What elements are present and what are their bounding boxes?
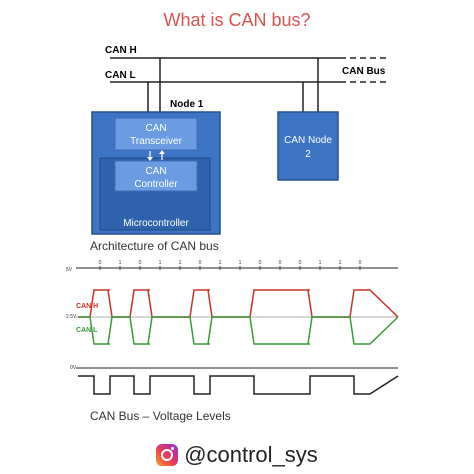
bit-label: 1 [119,260,122,266]
bit-label: 1 [239,260,242,266]
controller-label-line1: CAN [145,166,166,177]
social-handle[interactable]: @control_sys [184,442,318,467]
bit-label: 1 [339,260,342,266]
bit-labels: 0 1 0 1 1 0 1 1 0 0 0 1 1 0 [99,260,362,270]
bit-label: 1 [179,260,182,266]
node2-label-line1: CAN Node [284,135,332,146]
up-arrowhead-icon [159,150,165,154]
transceiver-label-line1: CAN [145,123,166,134]
footer: @control_sys [0,440,474,470]
bit-label: 1 [319,260,322,266]
bit-label: 0 [199,260,202,266]
down-arrowhead-icon [147,157,153,161]
bit-label: 0 [139,260,142,266]
can-h-waveform [78,289,399,318]
microcontroller-label: Microcontroller [123,218,189,229]
can-controller-block [114,160,198,192]
diagram: What is CAN bus? CAN H CAN L CAN Bus [66,10,399,423]
node2-label-line2: 2 [305,149,311,160]
page-title: What is CAN bus? [163,10,310,30]
bus-can-l-label: CAN L [105,70,136,81]
can-l-waveform [78,316,399,345]
architecture-caption: Architecture of CAN bus [90,239,219,253]
bit-label: 0 [259,260,262,266]
node1-block [91,111,221,235]
instagram-icon[interactable] [156,444,179,466]
bit-label: 0 [279,260,282,266]
can-node2-block [277,111,339,181]
bit-label: 1 [219,260,222,266]
logic-waveform [78,375,399,395]
bus-can-h-label: CAN H [105,45,137,56]
signal-can-h-label: CAN H [76,303,98,310]
controller-label-line2: Controller [134,179,178,190]
label-0v: 0V [70,365,77,371]
bit-label: 1 [159,260,162,266]
bit-label: 0 [99,260,102,266]
node1-label: Node 1 [170,99,204,110]
transceiver-label-line2: Transceiver [130,136,183,147]
bit-label: 0 [359,260,362,266]
can-transceiver-block [114,117,198,151]
can-bus-label: CAN Bus [342,66,386,77]
voltage-caption: CAN Bus – Voltage Levels [90,409,231,423]
label-5v: 5V [66,267,73,273]
signal-can-l-label: CAN L [76,327,98,334]
bit-label: 0 [299,260,302,266]
label-2-5v: 2.5V [66,314,77,320]
